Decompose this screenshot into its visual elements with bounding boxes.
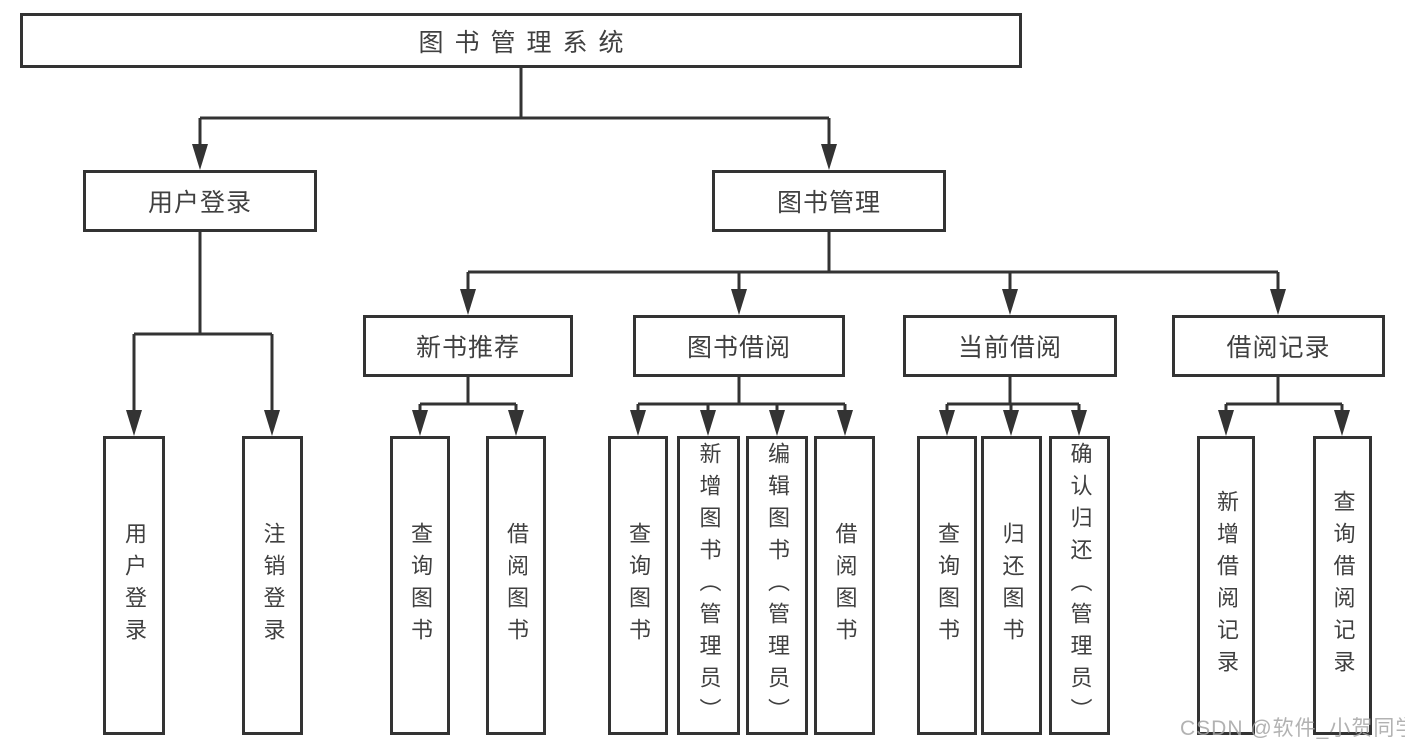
node-label: 用户登录 <box>147 189 252 217</box>
leaf-borrow-books: 借阅图书 <box>814 436 875 735</box>
node-label: 图书借阅 <box>686 334 791 362</box>
node-user-login: 用户登录 <box>83 170 317 232</box>
arrowhead <box>192 144 208 170</box>
leaf-label: 编辑图书（管理员） <box>765 441 790 730</box>
arrowhead <box>1270 289 1286 315</box>
arrowhead <box>769 410 785 436</box>
leaf-current-query-books: 查询图书 <box>917 436 977 735</box>
leaf-logout: 注销登录 <box>242 436 303 735</box>
arrowhead <box>264 410 280 436</box>
leaf-recommend-borrow-books: 借阅图书 <box>486 436 546 735</box>
leaf-label: 借阅图书 <box>832 521 858 650</box>
arrowhead <box>1003 410 1019 436</box>
node-label: 新书推荐 <box>415 334 520 362</box>
leaf-label: 新增借阅记录 <box>1214 489 1239 682</box>
leaf-borrow-query-books: 查询图书 <box>608 436 668 735</box>
leaf-label: 注销登录 <box>260 521 286 650</box>
leaf-add-books-admin: 新增图书（管理员） <box>677 436 740 735</box>
leaf-edit-books-admin: 编辑图书（管理员） <box>746 436 808 735</box>
node-library-system: 图书管理系统 <box>20 13 1022 68</box>
arrowhead <box>508 410 524 436</box>
leaf-add-borrow-record: 新增借阅记录 <box>1197 436 1255 735</box>
arrowhead <box>1334 410 1350 436</box>
arrowhead <box>1002 289 1018 315</box>
arrowhead <box>460 289 476 315</box>
leaf-label: 查询图书 <box>935 521 960 650</box>
leaf-label: 归还图书 <box>999 521 1025 650</box>
arrowhead <box>126 410 142 436</box>
node-label: 当前借阅 <box>957 334 1062 362</box>
arrowhead <box>731 289 747 315</box>
leaf-label: 查询图书 <box>408 521 433 650</box>
arrowhead <box>821 144 837 170</box>
node-current-borrow: 当前借阅 <box>903 315 1117 377</box>
node-label: 借阅记录 <box>1226 334 1331 362</box>
arrowhead <box>837 410 853 436</box>
leaf-label: 借阅图书 <box>504 521 529 650</box>
leaf-label: 查询图书 <box>626 521 651 650</box>
leaf-label: 查询借阅记录 <box>1330 489 1356 682</box>
leaf-query-borrow-record: 查询借阅记录 <box>1313 436 1372 735</box>
leaf-user-login: 用户登录 <box>103 436 165 735</box>
node-label: 图书管理 <box>776 189 881 217</box>
leaf-label: 新增图书（管理员） <box>696 441 722 730</box>
node-label: 图书管理系统 <box>418 28 635 57</box>
arrowhead <box>939 410 955 436</box>
leaf-label: 用户登录 <box>122 521 147 650</box>
leaf-confirm-return-admin: 确认归还（管理员） <box>1049 436 1110 735</box>
arrowhead <box>630 410 646 436</box>
leaf-label: 确认归还（管理员） <box>1067 441 1093 730</box>
watermark: CSDN @软件_小贺同学 <box>1180 717 1405 740</box>
arrowhead <box>1218 410 1234 436</box>
node-borrow-records: 借阅记录 <box>1172 315 1385 377</box>
node-new-book-recommend: 新书推荐 <box>363 315 573 377</box>
node-book-borrow: 图书借阅 <box>633 315 845 377</box>
arrowhead <box>412 410 428 436</box>
node-book-management: 图书管理 <box>712 170 946 232</box>
arrowhead <box>1071 410 1087 436</box>
leaf-return-books: 归还图书 <box>981 436 1042 735</box>
leaf-recommend-query-books: 查询图书 <box>390 436 450 735</box>
arrowhead <box>700 410 716 436</box>
